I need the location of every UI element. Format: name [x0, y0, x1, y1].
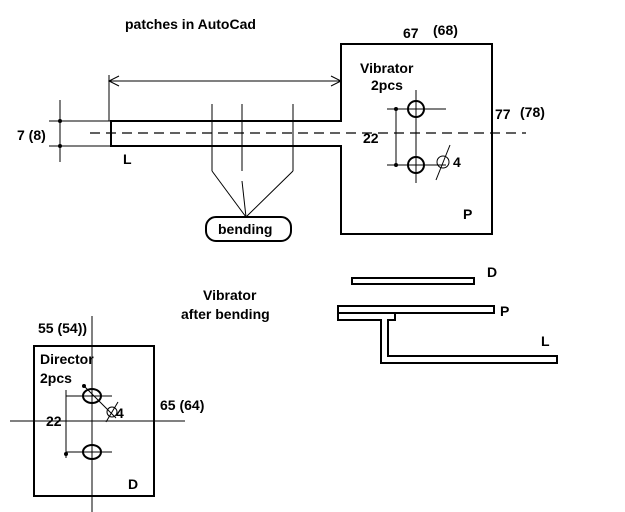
side-view-caption-line1: Vibrator: [203, 287, 257, 303]
dimension-dot: [64, 452, 68, 456]
director-hole-bottom: [82, 444, 102, 460]
leader-line: [245, 170, 294, 218]
director-plate-letter: D: [128, 476, 138, 492]
dimension-dot: [394, 107, 398, 111]
bending-callout-box: [205, 216, 292, 242]
diameter-slash: [435, 144, 451, 181]
side-view-director-bar: [351, 277, 475, 285]
diameter-symbol-icon: [436, 155, 450, 169]
vibrator-count-label: 2pcs: [371, 77, 403, 93]
side-view-bent-strip: [337, 313, 558, 364]
side-view-plate-letter: P: [500, 303, 509, 319]
bending-callout-label: bending: [218, 221, 272, 237]
side-view-caption-line2: after bending: [181, 306, 270, 322]
strip-letter-label: L: [123, 151, 132, 167]
director-hole-diameter-label: 4: [116, 405, 124, 421]
director-label: Director: [40, 351, 94, 367]
diameter-slash: [105, 401, 119, 423]
director-hole-top: [82, 388, 102, 404]
diameter-leader-line: [83, 385, 117, 419]
director-height-label: 65 (64): [160, 397, 204, 413]
leader-line: [241, 180, 247, 218]
vibrator-label: Vibrator: [360, 60, 414, 76]
vibrator-outline: [110, 43, 493, 235]
strip-width-label: 7 (8): [17, 127, 46, 143]
vibrator-height-alt-label: (78): [520, 104, 545, 120]
director-count-label: 2pcs: [40, 370, 72, 386]
vibrator-height-label: 77: [495, 106, 511, 122]
dimension-dot: [394, 163, 398, 167]
vibrator-plate-letter: P: [463, 206, 472, 222]
dimension-dot: [58, 144, 62, 148]
diameter-symbol-icon: [106, 406, 118, 418]
vibrator-hole-bottom: [407, 156, 425, 174]
vibrator-hole-top: [407, 100, 425, 118]
side-view-plate-bar: [337, 305, 495, 314]
vibrator-hole-diameter-label: 4: [453, 154, 461, 170]
leader-line: [211, 170, 247, 218]
diagram-title: patches in AutoCad: [125, 16, 256, 32]
dimension-dot: [58, 119, 62, 123]
vibrator-hole-spacing-label: 22: [363, 130, 379, 146]
vibrator-width-alt-label: (68): [433, 22, 458, 38]
vibrator-width-label: 67: [403, 25, 419, 41]
director-width-label: 55 (54)): [38, 320, 87, 336]
side-view-strip-letter: L: [541, 333, 550, 349]
arrowhead-right: [330, 75, 343, 87]
side-view-director-letter: D: [487, 264, 497, 280]
